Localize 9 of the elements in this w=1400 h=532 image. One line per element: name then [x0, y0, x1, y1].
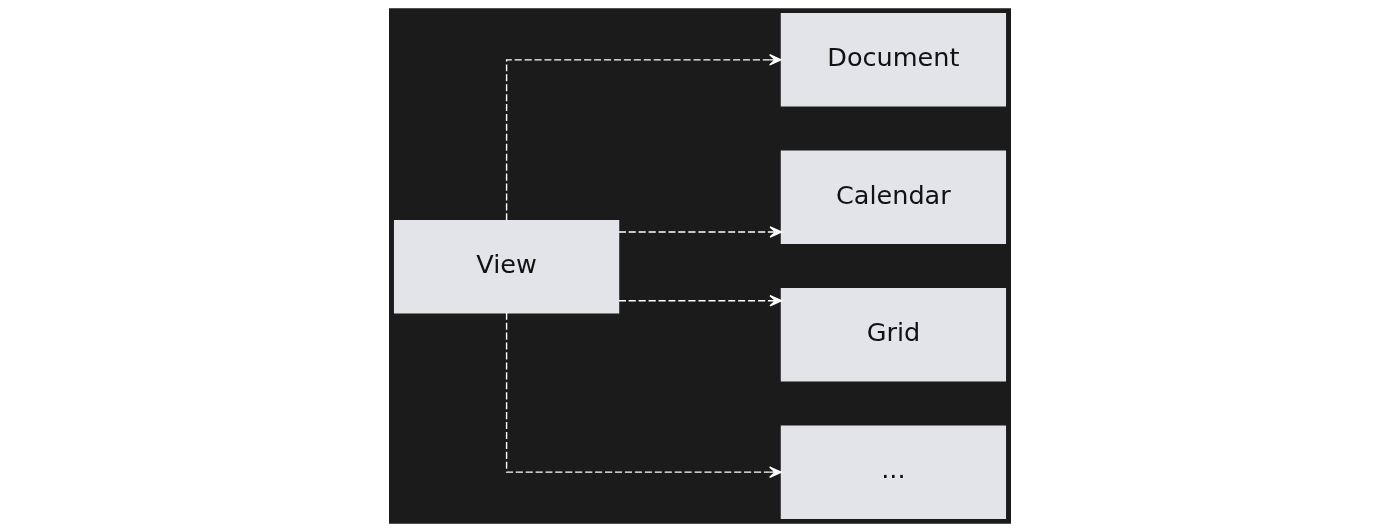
node-box: View [393, 219, 620, 314]
arrow [618, 294, 783, 307]
arrow [618, 226, 783, 238]
node-box: ... [780, 425, 1007, 519]
node-box: Document [780, 13, 1007, 107]
arrow [505, 312, 782, 478]
arrow [505, 54, 782, 221]
node-box: Grid [780, 287, 1007, 382]
node-box: Calendar [780, 150, 1007, 245]
